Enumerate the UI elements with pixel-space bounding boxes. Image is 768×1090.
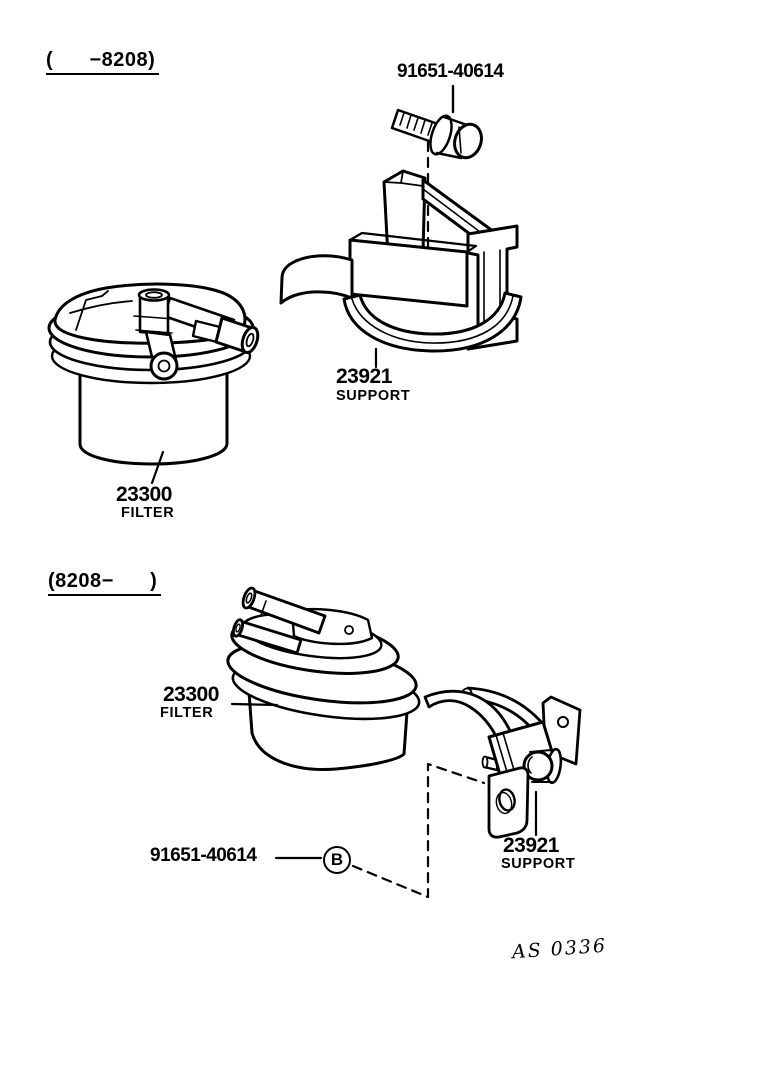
part-number-support-lower: 23921 <box>503 834 559 857</box>
filter-drawing-lower <box>226 586 421 771</box>
support-drawing-upper <box>279 169 523 369</box>
part-name-support-lower: SUPPORT <box>501 856 576 872</box>
assembly-dashed-line-lower <box>351 762 486 899</box>
label-line-filter-lower <box>230 702 279 707</box>
support-drawing-lower <box>423 686 582 839</box>
part-name-filter-upper: FILTER <box>121 505 175 521</box>
section-range-late: (8208− ) <box>48 571 162 596</box>
part-number-bolt-lower: 91651-40614 <box>150 845 257 866</box>
part-name-support-upper: SUPPORT <box>336 388 411 404</box>
part-number-support-upper: 23921 <box>336 365 392 388</box>
section-range-early: ( −8208) <box>46 50 160 75</box>
part-number-bolt-upper: 91651-40614 <box>397 61 504 82</box>
part-number-filter-upper: 23300 <box>116 483 172 506</box>
part-number-filter-lower: 23300 <box>163 683 219 706</box>
bolt-drawing-upper <box>390 84 483 160</box>
label-line-filter-upper <box>150 450 165 485</box>
part-name-filter-lower: FILTER <box>160 705 214 721</box>
filter-drawing-upper <box>47 282 260 485</box>
marker-b-badge: B <box>323 846 351 874</box>
